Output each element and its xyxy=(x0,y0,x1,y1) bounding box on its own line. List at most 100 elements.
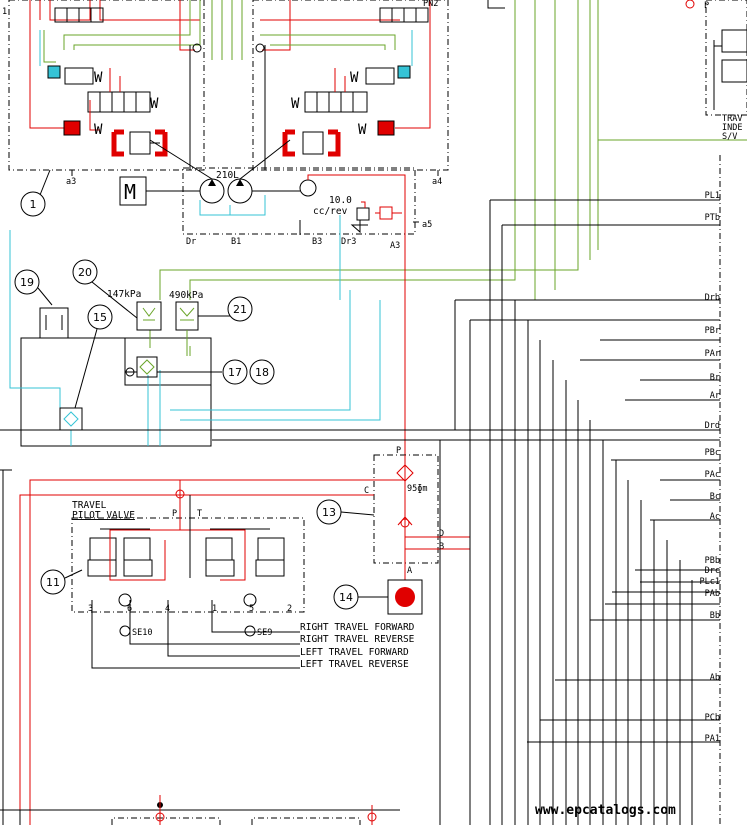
svg-text:W: W xyxy=(94,70,103,86)
port-one: 1 xyxy=(2,7,7,17)
port-label-plc1: PLc1 xyxy=(700,577,720,587)
pump-displacement-unit: cc/rev xyxy=(313,206,348,217)
port-b3: B3 xyxy=(312,237,322,247)
right-bus-lines xyxy=(0,155,721,825)
pump-assembly: M 210L 10.0 cc/rev Dr B1 B3 Dr3 A3 a5 xyxy=(119,139,432,455)
label-right-travel-forward: RIGHT TRAVEL FORWARD xyxy=(300,622,415,633)
callout-19-text: 19 xyxy=(20,276,34,289)
port-b1: B1 xyxy=(231,237,241,247)
callout-17-text: 17 xyxy=(228,366,242,379)
port-c: C xyxy=(364,486,369,496)
pump-displacement: 10.0 xyxy=(329,195,352,206)
port-a5: a5 xyxy=(422,220,432,230)
port-dr: Dr xyxy=(186,237,196,247)
port-a: A xyxy=(407,566,412,576)
port-label-drc: Drc xyxy=(705,566,720,576)
travel-pilot-valve: TRAVEL PILOT VALVE P T 3 6 4 1 5 2 SE10 … xyxy=(71,480,305,669)
callout-17: 17 xyxy=(222,359,248,385)
tv-port-5: 5 xyxy=(249,604,254,614)
callout-14-text: 14 xyxy=(339,591,353,604)
port-d: D xyxy=(439,529,444,539)
port-b: B xyxy=(439,542,444,552)
pilot-block: P C D B A 95ɸm xyxy=(19,446,470,825)
port-a4: a4 xyxy=(432,177,442,187)
port-label-ptb: PTb xyxy=(705,213,720,223)
port-label-pcb: PCb xyxy=(705,713,720,723)
port-label-pac: PAc xyxy=(705,470,720,480)
svg-text:W: W xyxy=(291,96,300,112)
port-label-br: Br xyxy=(710,373,720,383)
pilot-line-bus xyxy=(159,0,747,300)
svg-text:W: W xyxy=(358,122,367,138)
sensor-se9: SE9 xyxy=(257,628,272,638)
bottom-partial-blocks xyxy=(0,469,400,825)
accumulator xyxy=(387,579,423,615)
port-label-pl1: PL1 xyxy=(705,191,720,201)
svg-text:W: W xyxy=(350,70,359,86)
pump-size-label: 210L xyxy=(216,170,239,181)
svg-text:W: W xyxy=(94,122,103,138)
tpv-title-1: TRAVEL xyxy=(72,500,107,511)
port-label-ac: Ac xyxy=(710,512,720,522)
tpv-title-2: PILOT VALVE xyxy=(72,510,135,521)
svg-text:M: M xyxy=(124,180,136,204)
callout-15-text: 15 xyxy=(93,311,107,324)
label-right-travel-reverse: RIGHT TRAVEL REVERSE xyxy=(300,634,415,645)
svg-text:W: W xyxy=(150,96,159,112)
tv-port-1: 1 xyxy=(212,604,217,614)
callout-15: 15 xyxy=(74,304,113,409)
callout-21-text: 21 xyxy=(233,303,247,316)
port-label-drb: Drb xyxy=(705,293,720,303)
pressure-147kpa: 147kPa xyxy=(107,289,141,300)
right-port-labels: PL1PTbDrbPBrPArBrArDrdPBcPAcBcAcPBbDrcPL… xyxy=(700,191,720,744)
callout-19: 19 xyxy=(14,269,53,306)
tv-port-4: 4 xyxy=(165,604,170,614)
tv-port-3: 3 xyxy=(88,604,93,614)
port-label-pbc: PBc xyxy=(705,448,720,458)
port-label-pbb: PBb xyxy=(705,556,720,566)
port-label-ar: Ar xyxy=(710,391,720,401)
callout-1: 1 xyxy=(20,169,51,217)
port-label-pa1: PA1 xyxy=(705,734,720,744)
pressure-490kpa: 490kPa xyxy=(169,290,203,301)
port-dr3: Dr3 xyxy=(341,237,356,247)
port-label-bb: Bb xyxy=(710,611,720,621)
callout-18: 18 xyxy=(249,359,275,385)
travel-inde-sv-block: TRAV INDE S/V P xyxy=(685,0,747,142)
tv-port-2: 2 xyxy=(287,604,292,614)
label-left-travel-forward: LEFT TRAVEL FORWARD xyxy=(300,647,409,658)
port-p-corner: P xyxy=(704,1,709,11)
tv-port-6: 6 xyxy=(127,604,132,614)
port-label-drd: Drd xyxy=(705,421,720,431)
callout-20: 20 xyxy=(72,259,138,319)
port-label-pbr: PBr xyxy=(705,326,720,336)
callout-13-text: 13 xyxy=(322,506,336,519)
port-label-par: PAr xyxy=(705,349,720,359)
callout-13: 13 xyxy=(316,499,375,525)
sensor-se10: SE10 xyxy=(132,628,152,638)
port-a3-cap: A3 xyxy=(390,241,400,251)
right-travel-motor-block: W W W xyxy=(252,0,449,171)
trav-text: TRAV xyxy=(722,114,742,124)
label-left-travel-reverse: LEFT TRAVEL REVERSE xyxy=(300,659,409,670)
callout-1-text: 1 xyxy=(30,198,37,211)
callout-18-text: 18 xyxy=(255,366,269,379)
callout-14: 14 xyxy=(333,584,388,610)
callout-21: 21 xyxy=(227,296,253,322)
port-t-valve: T xyxy=(197,509,202,519)
inde-text: INDE xyxy=(722,123,742,133)
watermark: www.epcatalogs.com xyxy=(535,803,676,818)
port-label-pab: PAb xyxy=(705,589,720,599)
callout-11-text: 11 xyxy=(46,576,60,589)
sv-text: S/V xyxy=(722,132,737,142)
hydraulic-tank xyxy=(9,230,381,447)
port-p-valve: P xyxy=(172,509,177,519)
orifice-label: 95ɸm xyxy=(407,484,427,494)
port-label-ab: Ab xyxy=(710,673,720,683)
port-p-top: P xyxy=(396,446,401,456)
callout-11: 11 xyxy=(40,569,83,595)
port-a3: a3 xyxy=(66,177,76,187)
callout-20-text: 20 xyxy=(78,266,92,279)
port-pn2: PN2 xyxy=(423,0,438,9)
